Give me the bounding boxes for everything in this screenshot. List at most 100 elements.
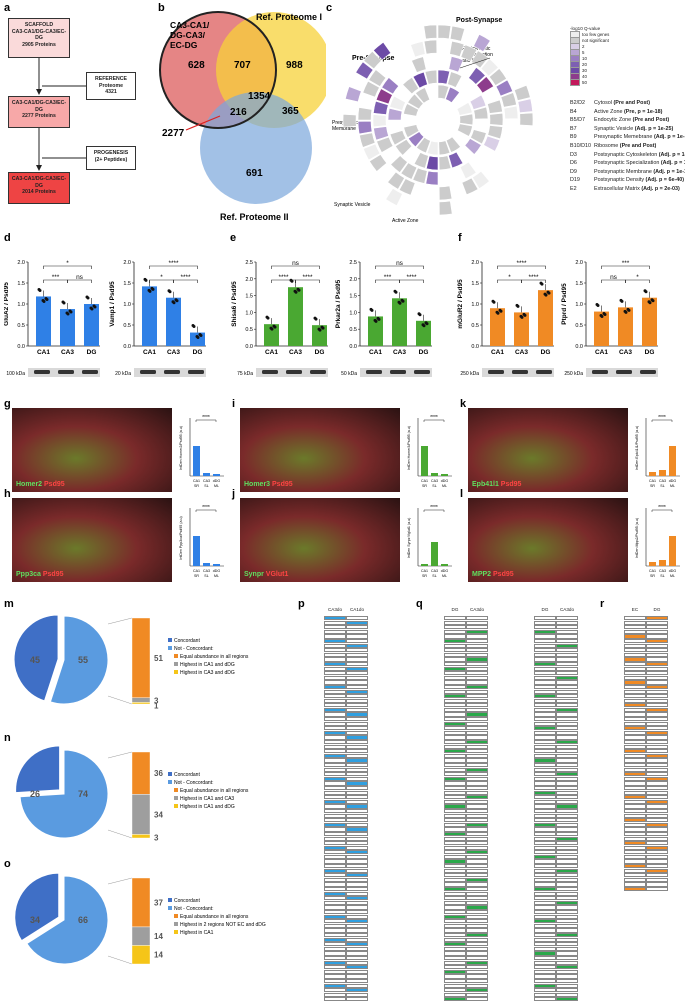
table-cell	[444, 776, 466, 781]
table-cell	[466, 955, 488, 961]
sunburst-segment	[398, 178, 416, 196]
bar	[36, 296, 51, 346]
table-cell	[444, 707, 466, 713]
table-row	[514, 831, 578, 837]
sig-label: ns	[76, 274, 84, 281]
table-cell	[466, 772, 488, 777]
sunburst-segment	[368, 69, 387, 87]
panel-label-c: c	[326, 2, 333, 14]
sunburst-segment	[389, 95, 406, 111]
stacked-bar-segment	[131, 834, 151, 839]
sunburst-segment	[357, 107, 373, 121]
stacked-bar-segment	[131, 702, 151, 705]
x-sub-label: SR	[194, 484, 199, 488]
sunburst-segment	[503, 105, 519, 120]
table-cell	[646, 717, 668, 722]
sig-bracket	[497, 265, 546, 269]
x-tick-label: DG	[315, 349, 325, 356]
data-point	[624, 310, 628, 314]
table-cell	[466, 776, 488, 781]
table-cell	[346, 657, 368, 662]
term-stat: (Pre and Post)	[613, 100, 651, 106]
table-row	[424, 721, 488, 727]
sunburst-segment	[362, 80, 380, 98]
table-cell	[556, 831, 578, 837]
table-cell	[556, 625, 578, 630]
table-cell	[624, 836, 646, 841]
data-point	[492, 300, 496, 304]
sunburst-segment	[373, 100, 389, 115]
table-row	[514, 785, 578, 791]
stacked-bar-segment	[131, 877, 151, 928]
y-tick-label: 1.0	[245, 310, 253, 316]
table-cell	[534, 928, 556, 933]
table-cell	[346, 822, 368, 827]
table-cell	[444, 919, 466, 924]
sunburst-segment	[375, 88, 393, 105]
sunburst-segment	[483, 135, 501, 152]
table-cell	[534, 740, 556, 745]
table-cell	[324, 859, 346, 864]
table-row	[424, 868, 488, 874]
sunburst-segment	[489, 112, 504, 126]
table-cell	[646, 625, 668, 630]
table-cell	[466, 896, 488, 901]
table-row	[304, 657, 368, 662]
table-cell	[646, 652, 668, 657]
table-cell	[556, 836, 578, 841]
table-row	[304, 785, 368, 791]
table-cell	[324, 864, 346, 869]
table-cell	[466, 877, 488, 883]
table-row	[514, 983, 578, 989]
quant-bar	[421, 446, 428, 476]
table-cell	[624, 781, 646, 786]
table-cell	[534, 620, 556, 625]
data-point	[374, 319, 378, 323]
sunburst-segment	[438, 185, 453, 201]
table-cell	[346, 721, 368, 726]
table-cell	[556, 887, 578, 892]
table-cell	[346, 772, 368, 777]
table-cell	[346, 730, 368, 736]
table-cell	[324, 841, 346, 846]
sig-label: ns	[292, 260, 300, 267]
table-cell	[346, 946, 368, 951]
quant-bar	[431, 473, 438, 476]
data-point	[596, 304, 600, 308]
table-col-header: EC	[631, 607, 639, 612]
sunburst-segment	[362, 143, 381, 161]
x-tick-label: DG	[87, 349, 97, 356]
table-row	[304, 638, 368, 644]
data-point	[196, 336, 200, 340]
table-cell	[624, 744, 646, 749]
table-cell	[444, 721, 466, 726]
table-cell	[346, 864, 368, 869]
legend-text: Concordant	[174, 638, 200, 644]
x-tick-label: dDG	[441, 479, 449, 483]
table-cell	[466, 859, 488, 864]
legend-text: Highest in CA1 and dDG	[180, 662, 235, 668]
table-cell	[534, 868, 556, 873]
table-cell	[324, 749, 346, 754]
table-cell	[556, 684, 578, 690]
panel-label-m: m	[4, 598, 14, 610]
table-row	[424, 634, 488, 639]
table-cell	[324, 960, 346, 965]
table-row	[304, 983, 368, 989]
table-cell	[624, 638, 646, 644]
table-cell	[324, 900, 346, 905]
table-cell	[444, 625, 466, 630]
y-axis-label: IntDen Mpp2/Psd95 (a.u)	[635, 518, 639, 558]
term-stat: (Adj. p = 2e-03)	[641, 185, 680, 192]
sig-label: ****	[202, 415, 210, 421]
table-cell	[624, 850, 646, 855]
table-cell	[346, 988, 368, 993]
stacked-bar-value: 3	[154, 833, 159, 842]
pie-value-right: 74	[78, 789, 88, 799]
stain-red: Psd95	[272, 481, 293, 488]
table-col-header: DG	[653, 607, 661, 612]
table-cell	[444, 951, 466, 956]
table-row	[304, 942, 368, 947]
